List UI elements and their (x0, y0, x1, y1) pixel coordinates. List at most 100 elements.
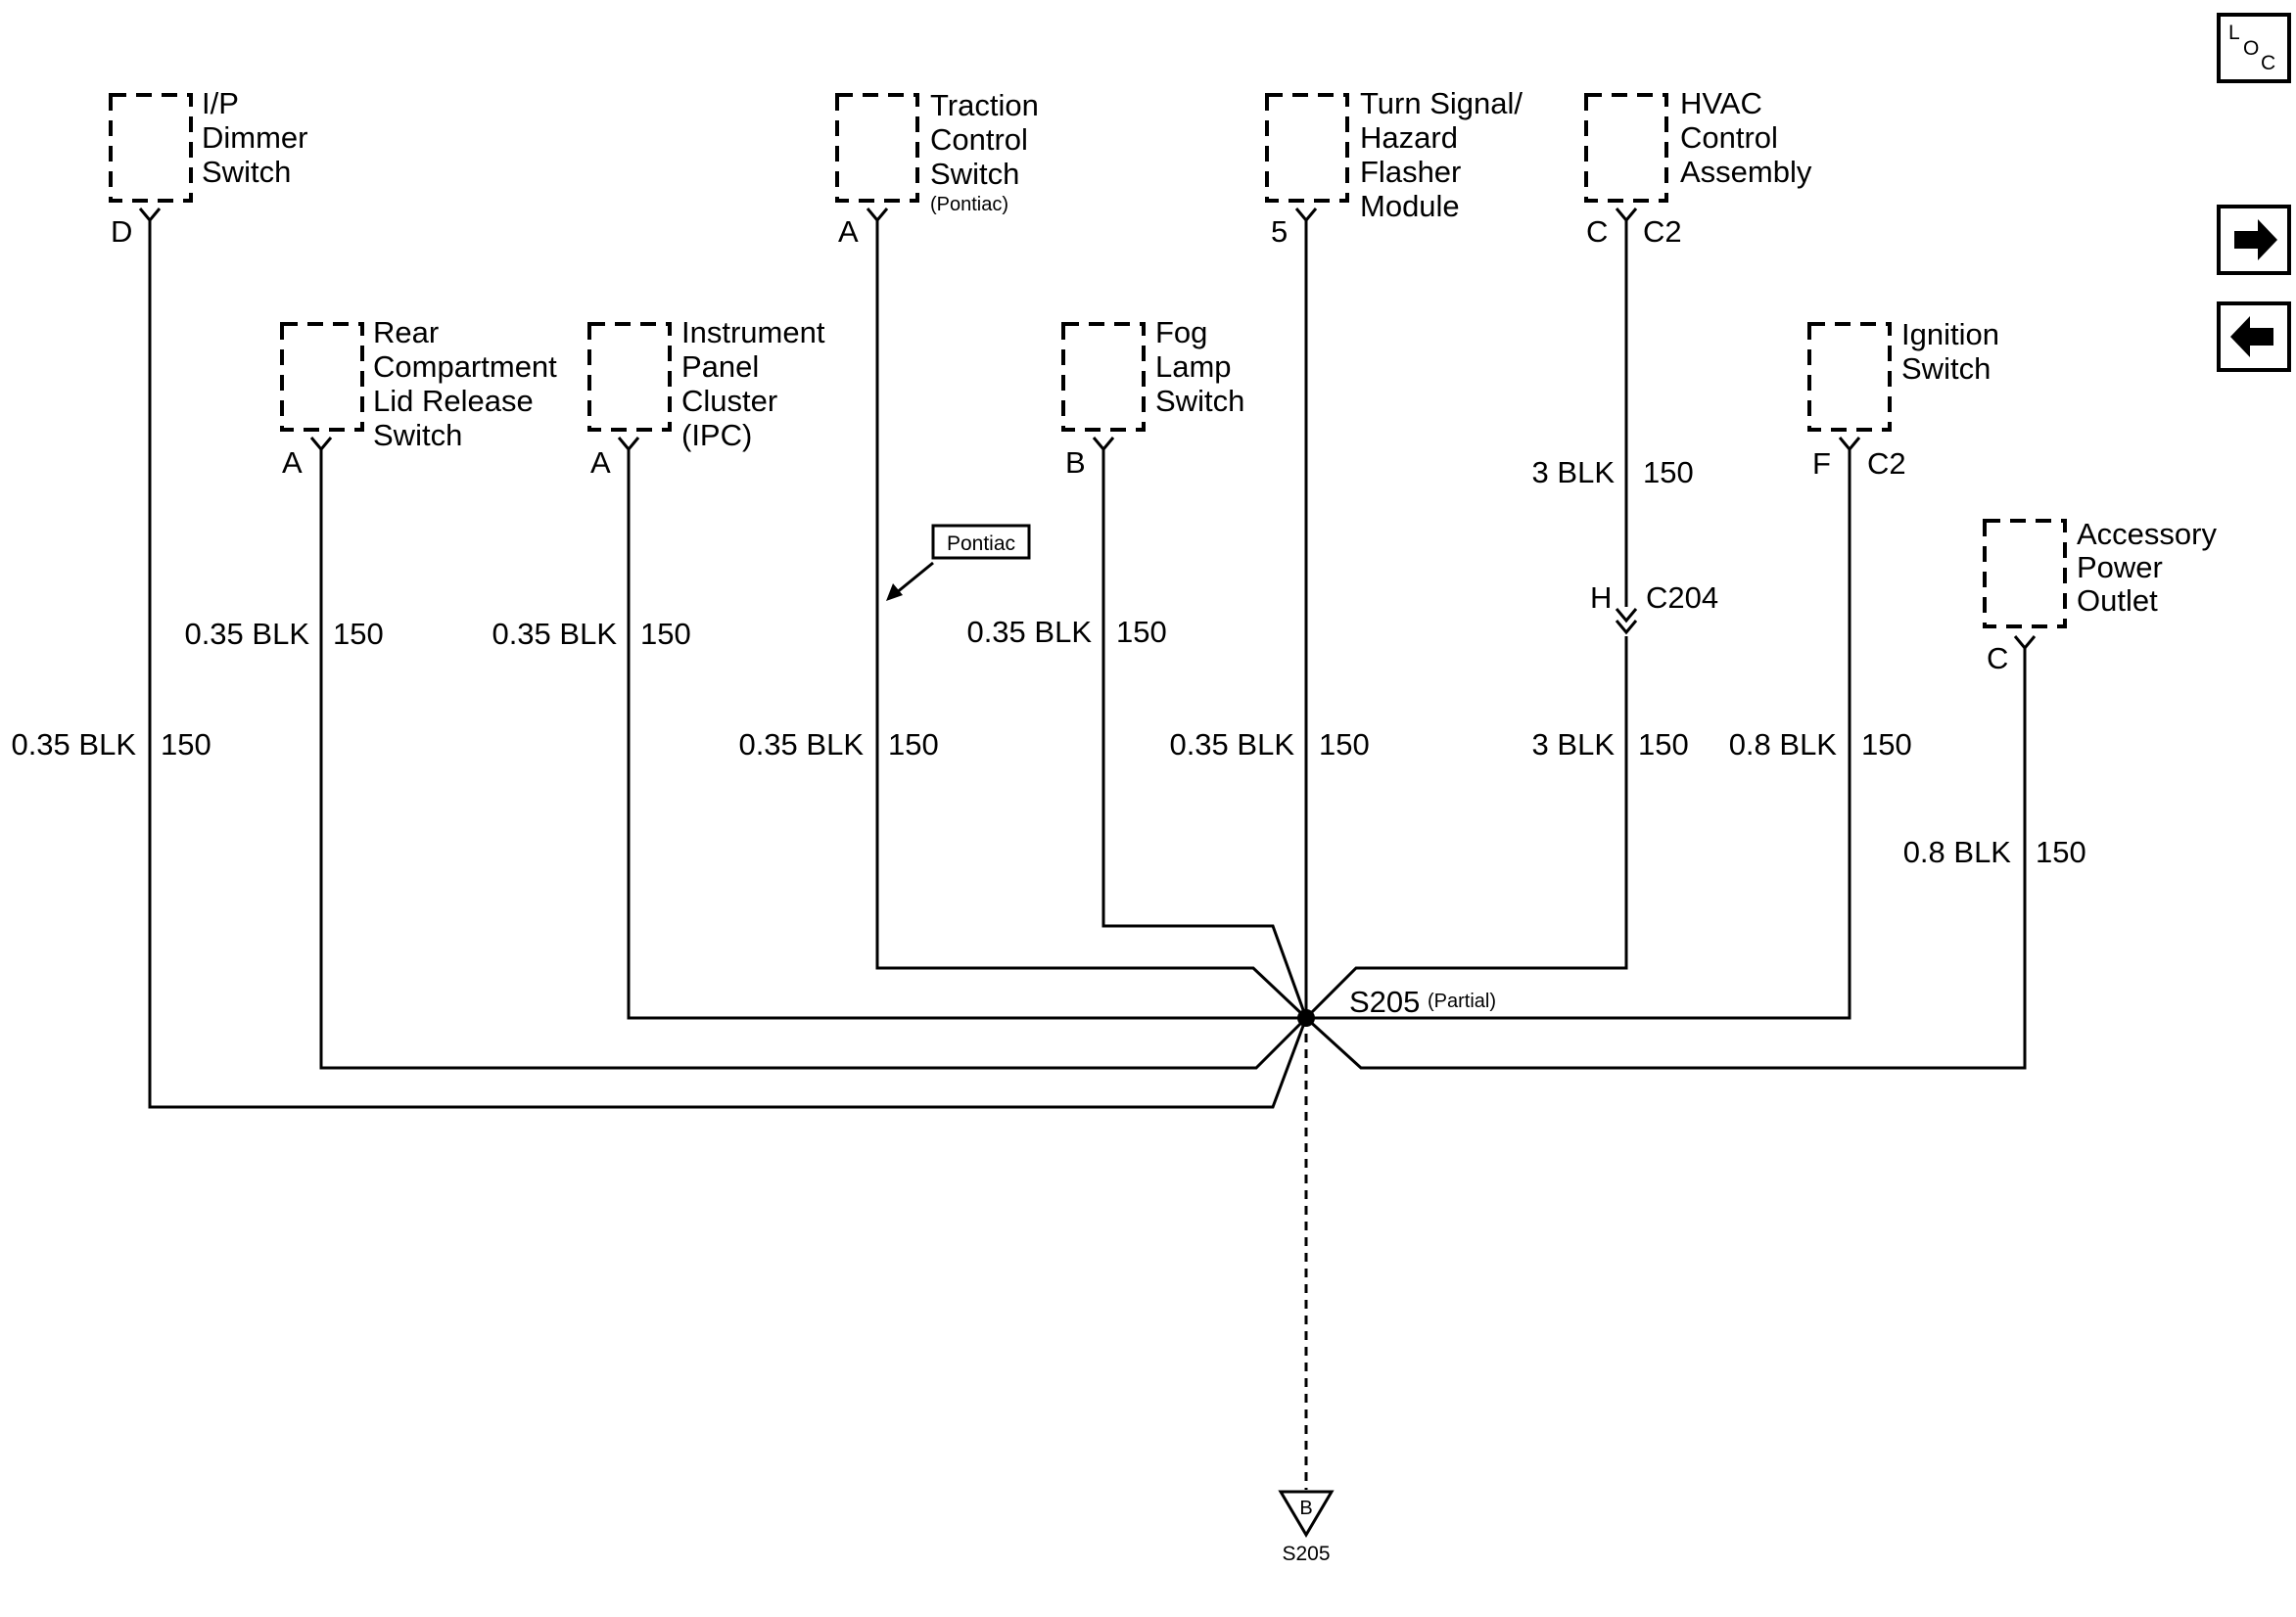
pontiac-callout-label: Pontiac (947, 532, 1015, 555)
svg-text:Switch: Switch (373, 418, 462, 452)
ipc-box (587, 322, 672, 432)
svg-text:Dimmer: Dimmer (202, 120, 308, 155)
inline-connector-c204-symbol (1615, 608, 1638, 635)
svg-text:150: 150 (1116, 615, 1167, 649)
pontiac-callout-leader (895, 561, 934, 595)
label-rear-compartment: Rear Compartment Lid Release Switch A (282, 315, 557, 480)
wire-accessory (1304, 648, 2027, 1070)
wire-hvac-lower (1304, 636, 1628, 1020)
svg-text:150: 150 (1319, 727, 1370, 762)
svg-text:Assembly: Assembly (1680, 155, 1812, 189)
svg-text:Turn Signal/: Turn Signal/ (1360, 86, 1523, 120)
svg-text:Traction: Traction (930, 88, 1039, 122)
svg-text:0.35 BLK: 0.35 BLK (184, 617, 309, 651)
svg-text:Fog: Fog (1155, 315, 1207, 349)
svg-text:Switch: Switch (202, 155, 291, 189)
svg-text:A: A (282, 445, 303, 480)
svg-text:Cluster: Cluster (681, 384, 777, 418)
arrow-left-icon[interactable] (2217, 301, 2291, 372)
svg-text:Panel: Panel (681, 349, 759, 384)
svg-text:0.35 BLK: 0.35 BLK (1169, 727, 1294, 762)
inline-connector-pin: H (1590, 580, 1612, 615)
wire-traction-control (875, 220, 1308, 1020)
svg-text:Instrument: Instrument (681, 315, 825, 349)
ground-reference-letter: B (1299, 1498, 1312, 1519)
svg-text:Ignition: Ignition (1901, 317, 1999, 351)
wires (148, 220, 2027, 1490)
svg-text:O: O (2243, 37, 2259, 60)
label-turn-signal: Turn Signal/ Hazard Flasher Module 5 (1271, 86, 1523, 249)
loc-icon[interactable]: L O C (2217, 13, 2291, 83)
wire-labels: 0.35 BLK 150 0.35 BLK 150 0.35 BLK 150 0… (11, 455, 2085, 869)
svg-text:3 BLK: 3 BLK (1532, 727, 1616, 762)
svg-text:Switch: Switch (1901, 351, 1991, 386)
svg-text:HVAC: HVAC (1680, 86, 1762, 120)
inline-connector-name: C204 (1646, 580, 1718, 615)
svg-text:A: A (590, 445, 611, 480)
svg-text:C2: C2 (1867, 446, 1906, 481)
svg-text:C2: C2 (1643, 214, 1682, 249)
svg-text:3 BLK: 3 BLK (1532, 455, 1616, 489)
svg-text:150: 150 (1643, 455, 1694, 489)
accessory-power-outlet-box (1983, 519, 2067, 628)
svg-text:Power: Power (2077, 550, 2163, 584)
svg-text:150: 150 (1638, 727, 1689, 762)
svg-text:D: D (111, 214, 132, 249)
ground-reference-triangle (1278, 1490, 1335, 1538)
label-accessory: Accessory Power Outlet C (1987, 517, 2217, 675)
svg-text:Control: Control (930, 122, 1028, 157)
svg-text:0.8 BLK: 0.8 BLK (1903, 835, 2012, 869)
arrow-right-icon[interactable] (2217, 205, 2291, 275)
svg-text:150: 150 (161, 727, 211, 762)
wire-ip-dimmer (148, 220, 1308, 1109)
svg-text:0.35 BLK: 0.35 BLK (738, 727, 864, 762)
svg-text:B: B (1065, 445, 1086, 480)
splice-name: S205 (1349, 985, 1420, 1019)
svg-text:Lid Release: Lid Release (373, 384, 534, 418)
svg-text:0.35 BLK: 0.35 BLK (966, 615, 1092, 649)
svg-text:150: 150 (333, 617, 384, 651)
wire-ignition (1306, 449, 1851, 1020)
label-traction-control: Traction Control Switch (Pontiac) A (838, 88, 1039, 249)
svg-text:Lamp: Lamp (1155, 349, 1232, 384)
svg-text:0.35 BLK: 0.35 BLK (11, 727, 136, 762)
svg-text:C: C (1586, 214, 1608, 249)
svg-text:A: A (838, 214, 859, 249)
svg-text:C: C (2261, 52, 2275, 74)
svg-text:F: F (1812, 446, 1831, 481)
svg-text:Accessory: Accessory (2077, 517, 2217, 551)
svg-text:0.35 BLK: 0.35 BLK (492, 617, 617, 651)
wire-rear-compartment (319, 449, 1308, 1070)
svg-text:Rear: Rear (373, 315, 439, 349)
svg-text:(IPC): (IPC) (681, 418, 752, 452)
label-ip-dimmer: I/P Dimmer Switch D (111, 86, 308, 249)
svg-text:Control: Control (1680, 120, 1778, 155)
turn-signal-module-box (1265, 93, 1349, 203)
svg-text:Switch: Switch (930, 157, 1019, 191)
label-fog-lamp: Fog Lamp Switch B (1065, 315, 1244, 480)
svg-text:150: 150 (888, 727, 939, 762)
rear-compartment-switch-box (280, 322, 364, 432)
svg-text:0.8 BLK: 0.8 BLK (1729, 727, 1838, 762)
splice-s205-dot (1297, 1009, 1315, 1027)
svg-text:Hazard: Hazard (1360, 120, 1458, 155)
svg-text:Switch: Switch (1155, 384, 1244, 418)
ground-reference-label: S205 (1282, 1543, 1330, 1565)
svg-text:150: 150 (2036, 835, 2086, 869)
label-ignition: Ignition Switch F C2 (1812, 317, 1999, 481)
wire-fog-lamp (1101, 449, 1308, 1019)
svg-text:5: 5 (1271, 214, 1288, 249)
label-ipc: Instrument Panel Cluster (IPC) A (590, 315, 825, 480)
svg-text:Outlet: Outlet (2077, 583, 2158, 618)
ignition-switch-box (1807, 322, 1892, 432)
traction-control-switch-box (835, 93, 919, 203)
hvac-control-box (1584, 93, 1668, 203)
svg-text:I/P: I/P (202, 86, 239, 120)
splice-note: (Partial) (1428, 991, 1496, 1012)
ip-dimmer-switch-box (109, 93, 193, 203)
wire-ipc (627, 449, 1306, 1020)
svg-text:Compartment: Compartment (373, 349, 557, 384)
label-hvac: HVAC Control Assembly C C2 (1586, 86, 1812, 249)
pontiac-callout-arrowhead (886, 583, 903, 601)
